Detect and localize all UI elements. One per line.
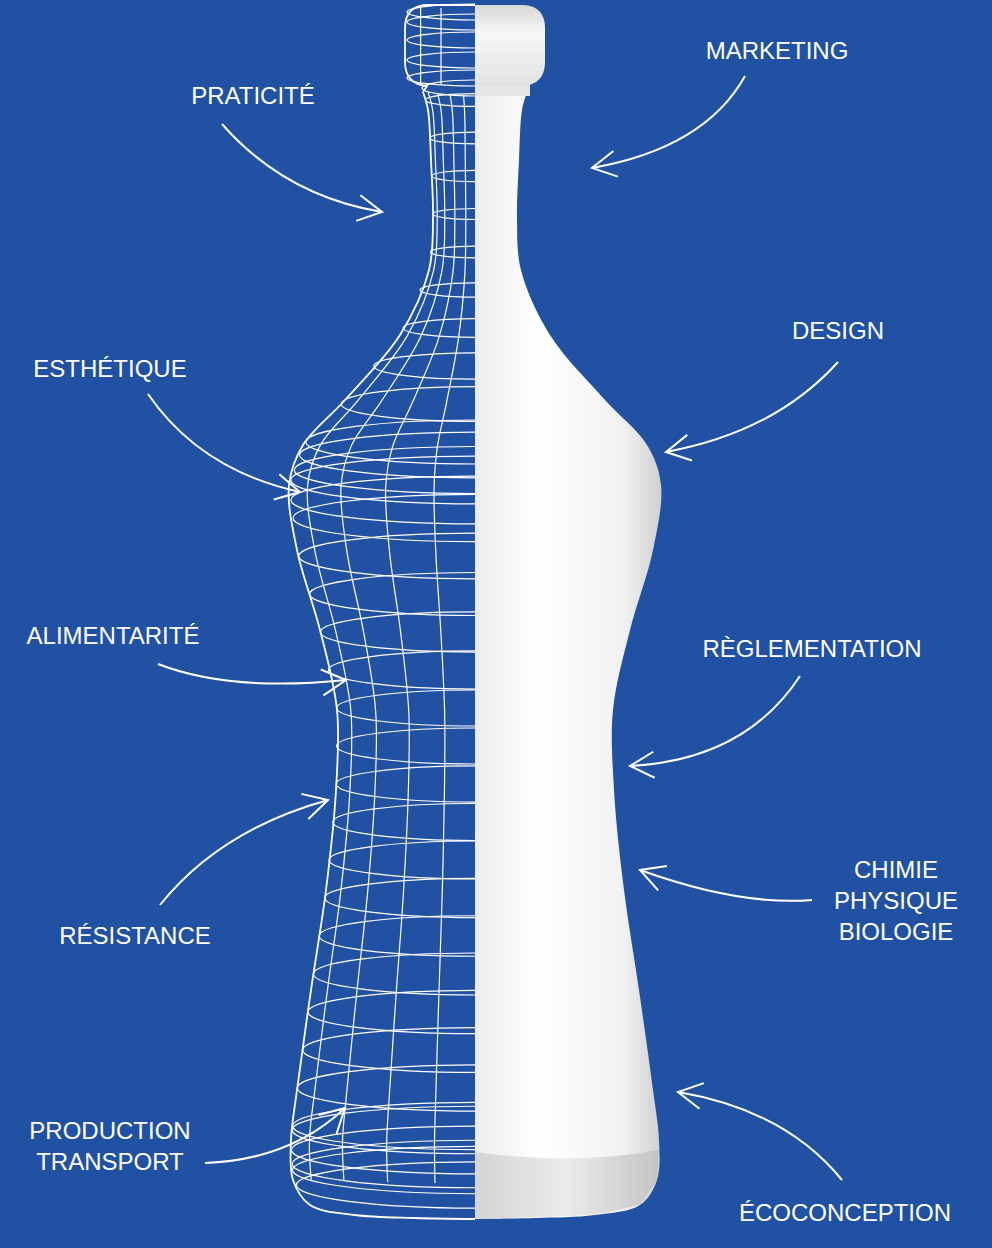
- factor-label: DESIGN: [792, 315, 884, 346]
- wireframe-ring: [336, 766, 475, 802]
- leader-arrow: [592, 76, 745, 168]
- bottle-solid-half: [475, 92, 661, 1219]
- factor-label: PRATICITÉ: [191, 80, 315, 111]
- wireframe-ring: [293, 1146, 476, 1193]
- wireframe-ring: [430, 246, 475, 258]
- leader-arrow: [640, 870, 812, 901]
- wireframe-meridian: [307, 92, 437, 1180]
- leader-arrow: [666, 362, 838, 452]
- wireframe-ring: [337, 690, 475, 726]
- wireframe-ring: [341, 387, 475, 422]
- wireframe-ring: [297, 1065, 475, 1111]
- wireframe-ring: [299, 533, 475, 579]
- wireframe-ring: [310, 573, 475, 616]
- wireframe-ring: [430, 132, 475, 144]
- wireframe-ring: [313, 953, 475, 995]
- factor-label: RÈGLEMENTATION: [702, 633, 921, 664]
- wireframe-ring: [293, 494, 475, 541]
- leader-arrow: [158, 664, 346, 684]
- factor-label: ALIMENTARITÉ: [27, 620, 200, 651]
- factor-label: CHIMIE PHYSIQUE BIOLOGIE: [816, 854, 976, 947]
- wireframe-meridian: [434, 95, 466, 1183]
- wireframe-meridian: [385, 94, 454, 1182]
- factor-label: MARKETING: [706, 35, 849, 66]
- wireframe-ring: [420, 283, 475, 297]
- bottle-cap: [475, 5, 545, 86]
- wireframe-ring: [333, 804, 475, 841]
- wireframe-ring: [374, 353, 475, 379]
- wireframe-ring: [291, 476, 475, 524]
- wireframe-ring: [320, 612, 475, 652]
- wireframe-meridian: [420, 8, 421, 84]
- factor-label: PRODUCTION TRANSPORT: [15, 1115, 205, 1177]
- wireframe-ring: [329, 841, 475, 879]
- leader-arrow: [678, 1092, 842, 1180]
- wireframe-ring: [296, 1162, 475, 1208]
- wireframe-ring: [325, 878, 475, 917]
- leader-arrow: [205, 1108, 345, 1163]
- wireframe-meridian: [341, 93, 445, 1181]
- wireframe-ring: [291, 456, 475, 504]
- wireframe-meridian: [440, 8, 441, 84]
- wireframe-ring: [300, 432, 476, 478]
- wireframe-ring: [403, 319, 475, 338]
- wireframe-ring: [337, 728, 475, 764]
- leader-arrow: [148, 394, 300, 492]
- factor-label: ÉCOCONCEPTION: [739, 1197, 951, 1228]
- wireframe-ring: [319, 916, 475, 957]
- leader-arrow: [630, 676, 800, 766]
- wireframe-ring: [433, 209, 475, 220]
- factor-label: ESTHÉTIQUE: [33, 353, 186, 384]
- wireframe-ring: [422, 80, 475, 96]
- leader-arrow: [160, 800, 328, 905]
- factor-label: RÉSISTANCE: [59, 920, 211, 951]
- wireframe-ring: [432, 170, 475, 181]
- wireframe-ring: [329, 651, 476, 689]
- leader-arrow: [222, 124, 382, 212]
- wireframe-ring: [292, 1140, 475, 1188]
- bottle-base: [475, 1150, 659, 1219]
